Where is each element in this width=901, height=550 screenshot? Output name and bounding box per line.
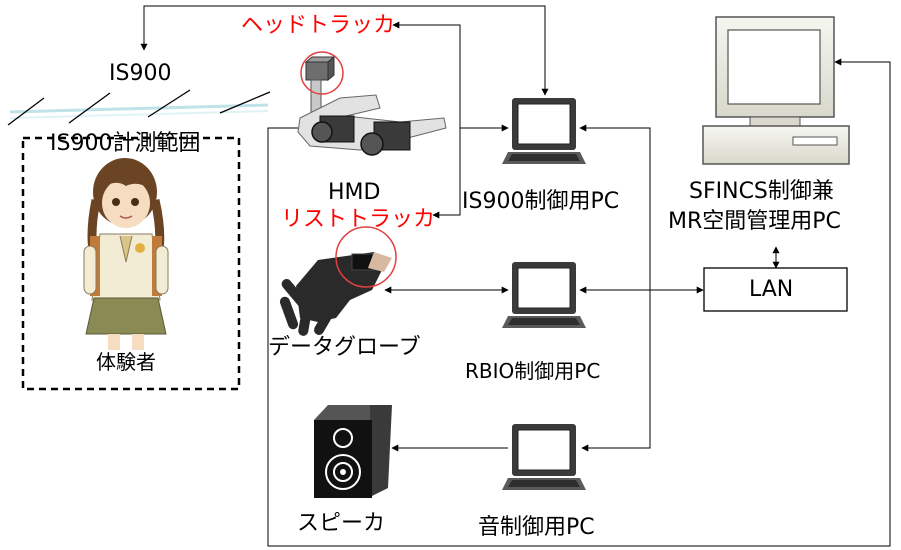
sfincs-desktop-pc	[702, 16, 850, 165]
is900-pc-label: IS900制御用PC	[462, 189, 620, 214]
participant-label: 体験者	[96, 350, 156, 374]
participant-figure	[83, 158, 169, 350]
data-glove	[279, 252, 392, 336]
rbio-pc-label: RBIO制御用PC	[465, 359, 601, 383]
wrist-tracker-line	[432, 128, 461, 219]
lan-label: LAN	[749, 277, 794, 302]
speaker-device	[314, 405, 392, 498]
is900-ceiling-rails	[7, 89, 271, 126]
wrist-tracker-highlight	[335, 226, 397, 288]
head-tracker-highlight	[300, 51, 344, 95]
lan-box	[703, 267, 848, 312]
sfincs-pc-label-line1: SFINCS制御兼	[689, 179, 834, 204]
head-tracker-label: ヘッドトラッカ	[241, 13, 396, 38]
hmd-device	[297, 55, 447, 156]
sound-pc-laptop	[502, 424, 586, 490]
connection-lines	[140, 5, 891, 547]
outer-loop-line	[267, 58, 891, 547]
wrist-tracker-label: リストトラッカ	[281, 207, 436, 232]
hmd-label: HMD	[328, 180, 381, 205]
is900-pc-laptop	[502, 98, 586, 164]
sfincs-pc-label-line2: MR空間管理用PC	[668, 209, 841, 234]
head-tracker-line	[392, 21, 461, 128]
is900-to-pc-line	[140, 5, 549, 96]
data-glove-label: データグローブ	[268, 335, 421, 360]
is900-range-box	[21, 136, 241, 391]
speaker-label: スピーカ	[297, 511, 386, 536]
is900-range-label: IS900計測範囲	[50, 131, 201, 156]
rbio-pc-laptop	[502, 262, 586, 328]
pc-bus-line	[579, 124, 651, 452]
sound-pc-label: 音制御用PC	[478, 515, 595, 540]
is900-label: IS900	[109, 61, 172, 86]
